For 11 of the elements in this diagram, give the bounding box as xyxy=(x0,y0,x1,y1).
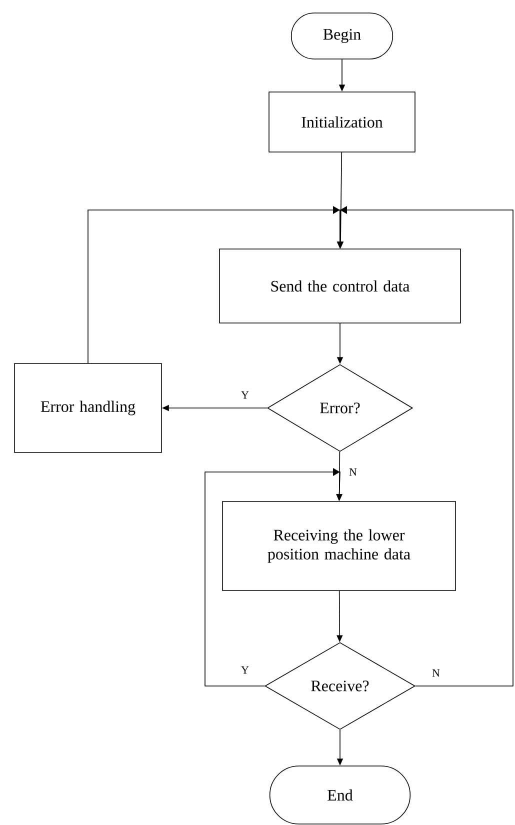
edge-label: N xyxy=(431,668,441,678)
edge-label: Y xyxy=(240,390,250,400)
start-terminal: Begin xyxy=(290,12,394,60)
end-terminal: End xyxy=(269,766,411,824)
process-box: Error handling xyxy=(14,363,162,453)
edge-label: N xyxy=(348,467,358,477)
process-box: Initialization xyxy=(268,92,416,152)
process-box: Send the control data xyxy=(219,248,461,324)
arrow xyxy=(204,472,342,686)
edge-label: Y xyxy=(240,665,250,675)
process-box: Receiving the lower position machine data xyxy=(222,501,456,591)
